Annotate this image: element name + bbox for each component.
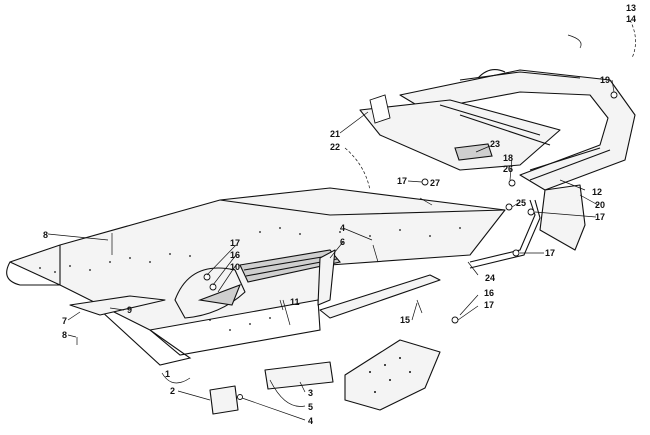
callout-5: 5 [308,402,313,412]
callout-17: 17 [595,212,605,222]
callout-19: 19 [600,75,610,85]
callout-7: 7 [62,316,67,326]
callout-22: 22 [330,142,340,152]
callout-20: 20 [595,200,605,210]
callout-2: 2 [170,386,175,396]
callout-17: 17 [397,176,407,186]
callout-18: 18 [503,153,513,163]
callouts: 13 14 19 21 22 23 18 26 12 20 17 27 25 1… [43,3,636,426]
callout-25: 25 [516,198,526,208]
callout-23: 23 [490,139,500,149]
heat-exchanger [239,249,342,306]
front-deflector [174,267,246,319]
stiffener-plate-left [209,385,239,415]
callout-17: 17 [484,300,494,310]
callout-9: 9 [127,305,132,315]
tunnel-panel [6,187,506,366]
callout-12: 12 [592,187,602,197]
hardware [76,91,618,400]
callout-16: 16 [230,250,240,260]
callout-8: 8 [62,330,67,340]
callout-3: 3 [308,388,313,398]
rear-bracket [344,339,441,411]
leader-lines [47,19,636,421]
callout-16: 16 [484,288,494,298]
callout-14: 14 [626,14,636,24]
callout-17: 17 [230,238,240,248]
seat-base [359,94,561,171]
callout-15: 15 [400,315,410,325]
callout-1: 1 [165,369,170,379]
callout-27: 27 [430,178,440,188]
callout-4: 4 [340,223,345,233]
callout-17: 17 [545,248,555,258]
callout-21: 21 [330,129,340,139]
left-running-board [69,295,166,316]
rear-flap [539,184,586,251]
callout-6: 6 [340,237,345,247]
callout-26: 26 [503,164,513,174]
callout-24: 24 [485,273,495,283]
guide-rod [469,199,541,269]
callout-4: 4 [308,416,313,426]
skid-plate [264,361,334,390]
callout-11: 11 [290,297,300,307]
callout-10: 10 [230,262,240,272]
callout-8: 8 [43,230,48,240]
right-running-board [319,274,441,319]
callout-13: 13 [626,3,636,13]
rear-bumper [399,69,636,191]
